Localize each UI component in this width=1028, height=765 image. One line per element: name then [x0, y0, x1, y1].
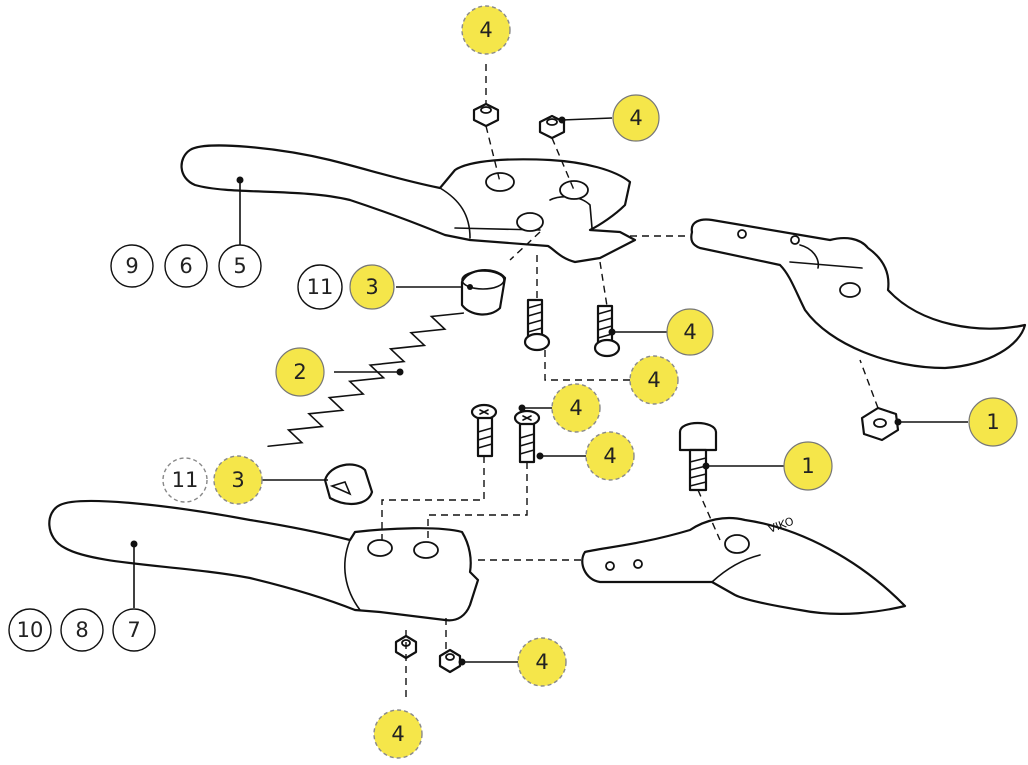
- callout-label: 4: [683, 320, 696, 344]
- assembly-lines: [381, 64, 879, 700]
- coil-spring: [267, 312, 465, 448]
- callout-label: 4: [535, 650, 548, 674]
- callout-screw-mid-a: 4: [551, 383, 601, 433]
- callout-label: 10: [17, 618, 44, 642]
- screw-upper-left: [523, 298, 551, 352]
- callout-blade-bolt-1: 1: [783, 441, 833, 491]
- lower-handle: [48, 499, 480, 622]
- callout-screw-left: 4: [629, 355, 679, 405]
- upper-handle: [180, 144, 637, 264]
- blade-nut: [860, 406, 900, 442]
- screw-lower-left: [470, 403, 498, 458]
- callout-label: 11: [307, 275, 334, 299]
- nut-right: [538, 114, 566, 140]
- callout-label: 3: [231, 468, 244, 492]
- callout-lower-handle-8: 8: [60, 608, 104, 652]
- lower-cutting-blade: VIKO: [581, 515, 907, 615]
- callout-lower-cap-11: 11: [162, 457, 208, 503]
- callout-label: 3: [365, 275, 378, 299]
- callout-lower-cap-3: 3: [213, 455, 263, 505]
- callout-label: 6: [179, 254, 192, 278]
- callout-upper-handle-5: 5: [218, 244, 262, 288]
- callout-label: 11: [172, 468, 199, 492]
- callout-screw-right: 4: [666, 308, 714, 356]
- callout-screw-mid-b: 4: [585, 431, 635, 481]
- callout-spring-2: 2: [275, 347, 325, 397]
- callout-label: 2: [293, 360, 306, 384]
- screw-lower-right: [513, 409, 541, 464]
- callout-lower-handle-10: 10: [8, 608, 52, 652]
- callout-label: 4: [391, 722, 404, 746]
- nut-top: [472, 102, 500, 128]
- callout-label: 4: [629, 106, 642, 130]
- nut-bottom-right: [438, 648, 462, 674]
- callout-top-nut: 4: [461, 5, 511, 55]
- spring-cap-upper: [460, 269, 507, 316]
- callout-label: 4: [647, 368, 660, 392]
- spring-cap-lower: [323, 463, 374, 506]
- callout-lower-handle-7: 7: [112, 608, 156, 652]
- callout-blade-nut-1: 1: [968, 397, 1018, 447]
- callout-bottom-nut: 4: [373, 709, 423, 759]
- callout-label: 9: [125, 254, 138, 278]
- callout-upper-handle-6: 6: [164, 244, 208, 288]
- blade-bolt: [678, 421, 718, 492]
- callout-label: 1: [986, 410, 999, 434]
- callout-label: 4: [603, 444, 616, 468]
- callout-upper-handle-9: 9: [110, 244, 154, 288]
- callout-label: 1: [801, 454, 814, 478]
- callout-label: 5: [233, 254, 246, 278]
- callout-right-nut: 4: [612, 94, 660, 142]
- screw-upper-right: [593, 304, 621, 358]
- upper-hook-blade: [690, 218, 1027, 370]
- callout-label: 4: [569, 396, 582, 420]
- callout-label: 8: [75, 618, 88, 642]
- callout-label: 7: [127, 618, 140, 642]
- callout-upper-cap-3: 3: [349, 264, 395, 310]
- callout-upper-cap-11: 11: [297, 264, 343, 310]
- callout-label: 4: [479, 18, 492, 42]
- callout-bottom-nut-right: 4: [517, 637, 567, 687]
